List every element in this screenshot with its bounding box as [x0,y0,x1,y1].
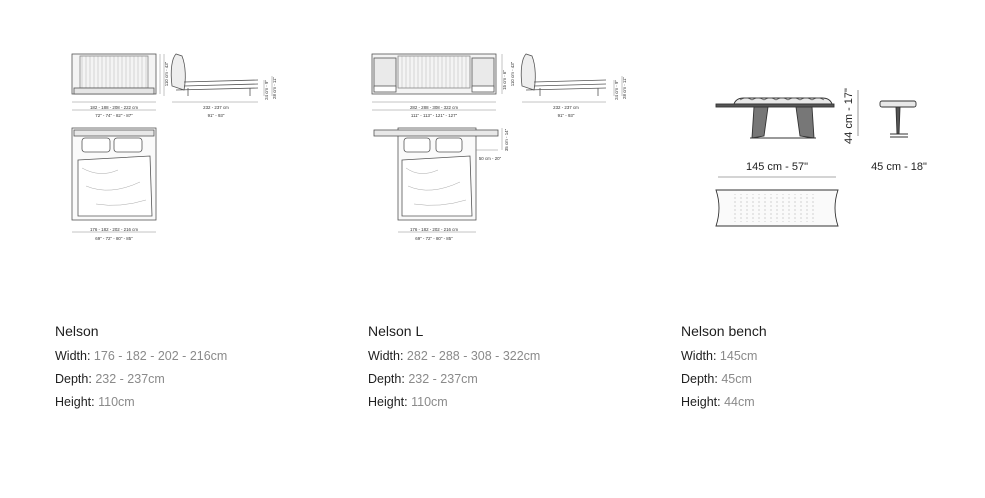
nelson-front-width-cm: 182 - 188 - 208 - 222 cm [90,105,138,110]
spec-nelson-bench: Nelson bench Width: 145cm Depth: 45cm He… [681,322,961,417]
bench-plan-view [715,176,839,227]
nelson-front-width-in: 72" - 74" - 82" - 87" [95,113,133,118]
nelson-l-plan-table-w: 50 cm - 20" [479,156,502,161]
nelson-side-view [163,53,273,103]
nelson-l-side-view [520,53,623,103]
nelson-side-depth-in: 91" - 93" [208,113,225,118]
nelson-drawing: 182 - 188 - 208 - 222 cm 72" - 74" - 82"… [71,53,277,241]
spec-height: Height: 110cm [55,394,135,409]
bench-length-label: 145 cm - 57" [746,161,808,173]
nelson-l-drawing: 282 - 288 - 308 - 322 cm 111" - 113" - 1… [371,53,627,241]
nelson-l-plan-width-in: 69" - 72" - 80" - 85" [415,236,453,241]
nelson-l-side-h1: 24 cm - 9" [614,80,619,100]
nelson-l-front-h-small: 15 cm - 6" [502,70,507,90]
nelson-l-front-view [371,53,503,111]
nelson-l-front-width-cm: 282 - 288 - 308 - 322 cm [410,105,458,110]
spec-nelson-l: Nelson L Width: 282 - 288 - 308 - 322cm … [368,322,648,417]
nelson-l-plan-table-h: 35 cm - 14" [504,128,509,151]
nelson-side-depth-cm: 232 - 237 cm [203,105,229,110]
nelson-l-plan-view [373,127,503,233]
nelson-l-side-depth-in: 91" - 93" [558,113,575,118]
spec-depth: Depth: 45cm [681,371,752,386]
bench-depth-label: 45 cm - 18" [871,161,927,173]
product-title: Nelson bench [681,323,767,339]
bench-front-view [715,90,859,139]
nelson-plan-width-in: 69" - 72" - 80" - 85" [95,236,133,241]
nelson-plan-view [71,127,157,233]
nelson-side-h1: 24 cm - 9" [264,80,269,100]
product-title: Nelson L [368,323,424,339]
bench-height-label: 44 cm - 17" [843,88,855,144]
nelson-l-side-h2: 28 cm - 11" [622,77,627,99]
nelson-side-h2: 28 cm - 11" [272,77,277,99]
product-title: Nelson [55,323,99,339]
spec-nelson: Nelson Width: 176 - 182 - 202 - 216cm De… [55,322,335,417]
bench-drawing: 44 cm - 17" 145 cm - 57" 45 cm - 18" [715,88,927,227]
nelson-l-front-width-in: 111" - 113" - 121" - 127" [411,113,458,118]
spec-depth: Depth: 232 - 237cm [368,371,478,386]
spec-width: Width: 145cm [681,349,758,363]
nelson-l-side-depth-cm: 232 - 237 cm [553,105,579,110]
spec-depth: Depth: 232 - 237cm [55,371,165,386]
spec-height: Height: 110cm [368,394,448,409]
spec-width: Width: 176 - 182 - 202 - 216cm [55,349,228,363]
nelson-l-plan-width-cm: 176 - 182 - 202 - 216 cm [410,227,458,232]
spec-width: Width: 282 - 288 - 308 - 322cm [368,349,541,363]
nelson-plan-width-cm: 176 - 182 - 202 - 216 cm [90,227,138,232]
spec-height: Height: 44cm [681,394,755,409]
nelson-l-front-height: 110 cm - 43" [510,61,515,86]
nelson-front-view [71,53,161,111]
technical-drawings: 182 - 188 - 208 - 222 cm 72" - 74" - 82"… [71,53,927,241]
bench-side-view [879,100,917,138]
nelson-front-height: 110 cm - 43" [164,61,169,86]
